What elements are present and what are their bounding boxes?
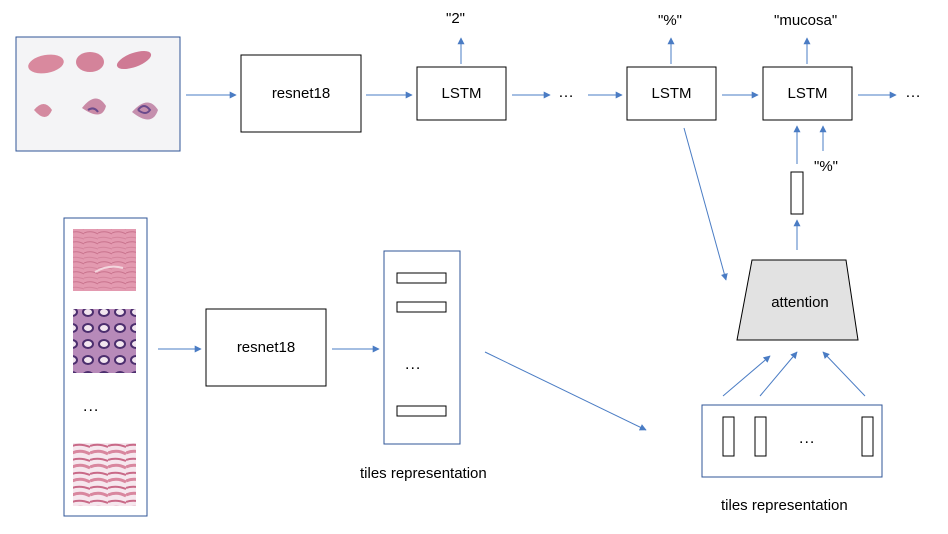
- attention-tiles-panel: [701, 404, 883, 478]
- lstm-label-2: LSTM: [651, 85, 692, 102]
- bottom-row-arrows: [158, 345, 866, 431]
- top-ellipsis-middle: …: [558, 84, 575, 101]
- attention-label: attention: [771, 293, 829, 311]
- lstm-box-2: [626, 66, 717, 121]
- top-resnet18-box: [240, 54, 362, 133]
- attention-block: [736, 259, 859, 341]
- slide-thumbnail-image: [15, 36, 181, 152]
- vector-ellipsis: ...: [405, 356, 422, 373]
- tile-panel: [63, 217, 148, 517]
- bottom-resnet18-label: resnet18: [236, 339, 296, 356]
- lstm-box-1: [416, 66, 507, 121]
- lstm-label-1: LSTM: [441, 85, 482, 102]
- output-token-1: "2": [446, 10, 465, 27]
- lstm-box-3: [762, 66, 853, 121]
- bottom-resnet18-box: [205, 308, 327, 387]
- input-token: "%": [814, 158, 838, 175]
- tiles-representation-caption-right: tiles representation: [721, 497, 848, 514]
- attention-tiles-ellipsis: ...: [799, 430, 816, 447]
- top-row-arrows: [186, 37, 897, 281]
- tissue-tile-image: [73, 229, 136, 291]
- tissue-tile-image: [73, 309, 136, 373]
- output-token-2: "%": [658, 12, 682, 29]
- feature-panel: [383, 250, 461, 445]
- tissue-tile-image: [73, 443, 136, 506]
- top-ellipsis-end: …: [905, 84, 922, 101]
- lstm-label-3: LSTM: [787, 85, 828, 102]
- tiles-representation-caption-left: tiles representation: [360, 465, 487, 482]
- context-vector: [790, 171, 804, 215]
- tiles-ellipsis: ...: [83, 398, 100, 415]
- output-token-3: "mucosa": [774, 12, 838, 29]
- top-resnet18-label: resnet18: [271, 85, 331, 102]
